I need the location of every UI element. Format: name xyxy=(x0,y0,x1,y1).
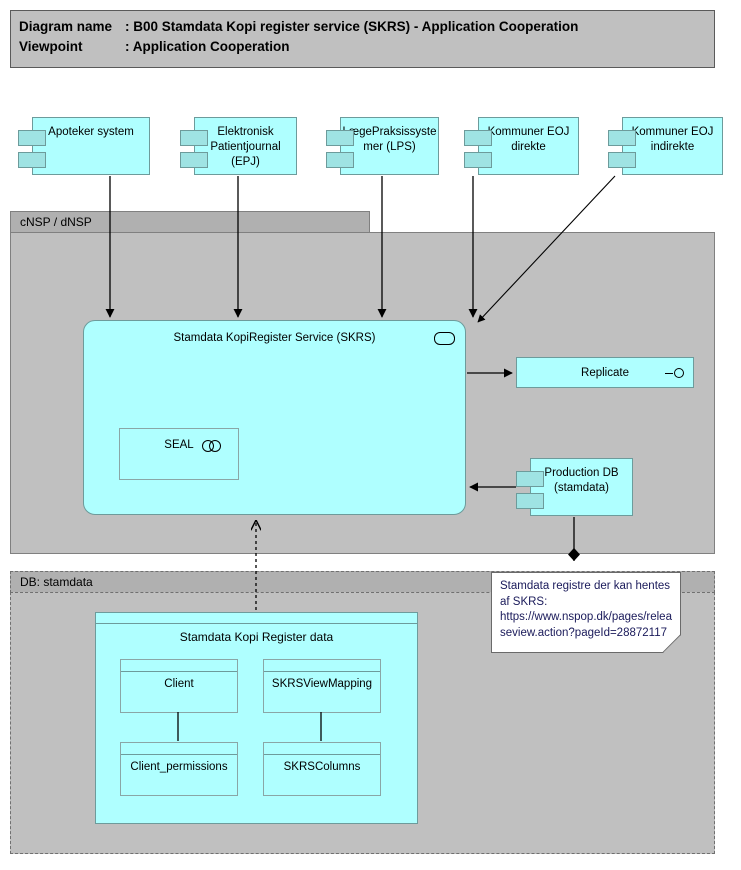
component-icon xyxy=(464,152,492,168)
data-object-skrscolumns[interactable]: SKRSColumns xyxy=(263,742,381,796)
component-icon xyxy=(608,152,636,168)
viewpoint-value: : Application Cooperation xyxy=(125,39,290,54)
component-kommuner-eoj-indirekte[interactable]: Kommuner EOJ indirekte xyxy=(608,117,723,175)
component-icon xyxy=(18,152,46,168)
data-object-label: Client_permissions xyxy=(130,761,228,773)
application-interface-icon xyxy=(665,367,684,379)
component-icon xyxy=(18,130,46,146)
data-object-skrsviewmapping[interactable]: SKRSViewMapping xyxy=(263,659,381,713)
component-icon xyxy=(180,130,208,146)
application-collaboration-seal[interactable]: SEAL xyxy=(119,428,239,480)
component-body: LægePraksissyste mer (LPS) xyxy=(340,117,439,175)
component-kommuner-eoj-direkte[interactable]: Kommuner EOJ direkte xyxy=(464,117,579,175)
component-label: Apoteker system xyxy=(48,126,134,138)
application-service-icon xyxy=(434,332,455,345)
component-icon xyxy=(516,471,544,487)
data-object-header xyxy=(264,660,380,672)
application-service-skrs[interactable]: Stamdata KopiRegister Service (SKRS) SEA… xyxy=(83,320,466,515)
component-label: LægePraksissyste mer (LPS) xyxy=(342,126,437,153)
diagram-title-banner: Diagram name : B00 Stamdata Kopi register… xyxy=(10,10,715,68)
data-object-label: Client xyxy=(164,678,194,690)
component-apoteker-system[interactable]: Apoteker system xyxy=(18,117,150,175)
component-laegepraksissystemer-lps[interactable]: LægePraksissyste mer (LPS) xyxy=(326,117,439,175)
component-icon xyxy=(608,130,636,146)
data-object-header xyxy=(264,743,380,755)
component-icon xyxy=(326,152,354,168)
data-group-header xyxy=(96,613,417,624)
data-object-client-permissions[interactable]: Client_permissions xyxy=(120,742,238,796)
data-object-header xyxy=(121,660,237,672)
data-object-client[interactable]: Client xyxy=(120,659,238,713)
diagram-name-line: Diagram name : B00 Stamdata Kopi register… xyxy=(19,17,714,37)
production-db-label: Production DB (stamdata) xyxy=(544,467,619,494)
component-body: Elektronisk Patientjournal (EPJ) xyxy=(194,117,297,175)
note-fold-corner xyxy=(663,635,681,653)
diagram-name-value: : B00 Stamdata Kopi register service (SK… xyxy=(125,19,579,34)
component-production-db[interactable]: Production DB (stamdata) xyxy=(516,458,633,516)
component-label: Elektronisk Patientjournal (EPJ) xyxy=(210,126,281,168)
component-icon xyxy=(464,130,492,146)
replicate-label: Replicate xyxy=(581,367,629,379)
note-stamdata-registre[interactable]: Stamdata registre der kan hentes af SKRS… xyxy=(491,572,681,653)
application-collaboration-icon xyxy=(202,440,222,452)
component-body: Kommuner EOJ indirekte xyxy=(622,117,723,175)
data-group-label: Stamdata Kopi Register data xyxy=(179,630,334,644)
component-label: Kommuner EOJ indirekte xyxy=(631,126,714,153)
viewpoint-label: Viewpoint xyxy=(19,39,83,54)
group-header-cnsp-dnsp: cNSP / dNSP xyxy=(10,211,370,233)
data-object-label: SKRSViewMapping xyxy=(271,678,373,690)
component-icon xyxy=(516,493,544,509)
component-body: Production DB (stamdata) xyxy=(530,458,633,516)
service-label: Stamdata KopiRegister Service (SKRS) xyxy=(173,332,376,344)
note-text: Stamdata registre der kan hentes af SKRS… xyxy=(500,580,672,639)
component-elektronisk-patientjournal[interactable]: Elektronisk Patientjournal (EPJ) xyxy=(180,117,297,175)
component-body: Kommuner EOJ direkte xyxy=(478,117,579,175)
data-group-stamdata-kopi-register-data[interactable]: Stamdata Kopi Register data Client SKRSV… xyxy=(95,612,418,824)
component-body: Apoteker system xyxy=(32,117,150,175)
component-icon xyxy=(180,152,208,168)
data-object-label: SKRSColumns xyxy=(283,761,361,773)
seal-label: SEAL xyxy=(164,439,194,451)
diagram-name-label: Diagram name xyxy=(19,19,113,34)
application-interface-replicate[interactable]: Replicate xyxy=(516,357,694,388)
component-label: Kommuner EOJ direkte xyxy=(487,126,570,153)
component-icon xyxy=(326,130,354,146)
viewpoint-line: Viewpoint : Application Cooperation xyxy=(19,37,714,57)
data-object-header xyxy=(121,743,237,755)
